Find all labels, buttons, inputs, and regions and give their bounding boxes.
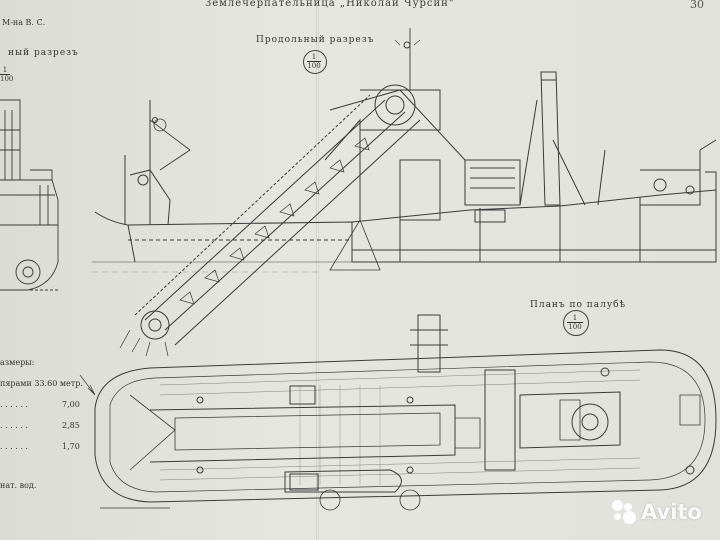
dimensions-heading: азмеры: [0, 358, 35, 367]
page-header-title: Землечерпательница „Николай Чурсин" [205, 0, 455, 9]
deck-plan-label: Планъ по палубѣ [530, 300, 627, 310]
scale-circle-plan [563, 310, 589, 336]
dimension-row: . . . . . .2,85 [0, 421, 80, 430]
dimensions-table: азмеры: пярами 33.60 метр. . . . . . .7,… [0, 352, 83, 496]
bucket-ladder [119, 28, 466, 357]
dimension-row: . . . . . .1,70 [0, 442, 80, 451]
waterline-note: нат. вод. [0, 481, 37, 490]
scale-circle-longitudinal [303, 50, 327, 74]
cross-section-label: ный разрезъ [8, 48, 79, 58]
longitudinal-section-label: Продольный разрезъ [256, 35, 375, 45]
left-margin-tag: М-на В. С. [2, 18, 46, 27]
deck-plan-view [79, 314, 717, 511]
scale-plan: 1 100 [567, 314, 583, 331]
cross-section-view [0, 99, 59, 291]
scale-cross-section: 1 100 [0, 66, 14, 83]
longitudinal-hull [94, 71, 717, 263]
avito-brand-text: Avito [641, 500, 702, 524]
scale-longitudinal: 1 100 [307, 53, 321, 70]
page-fold [316, 0, 319, 540]
avito-watermark: Avito [612, 500, 702, 524]
dimension-row: пярами 33.60 метр. [0, 379, 83, 388]
avito-logo-icon [612, 500, 636, 524]
dimension-row: . . . . . .7,00 [0, 400, 80, 409]
page-number: 30 [690, 0, 704, 11]
